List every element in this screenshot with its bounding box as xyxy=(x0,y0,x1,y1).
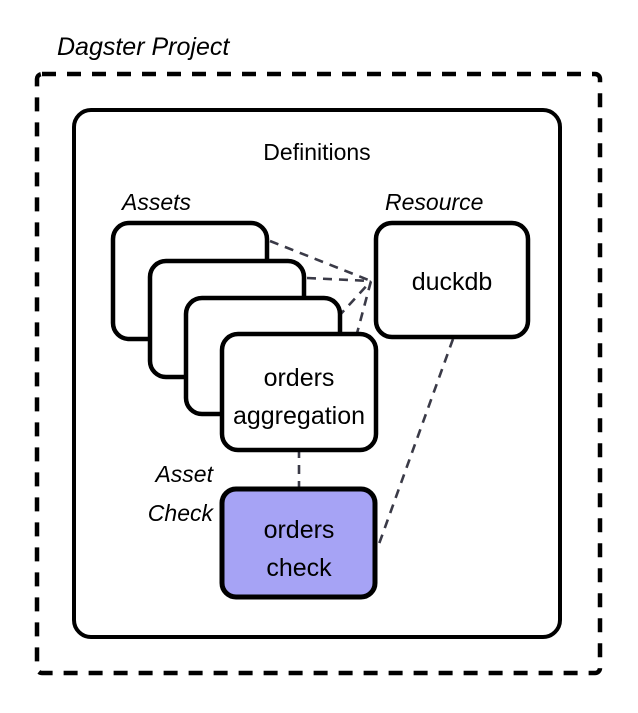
asset-card-orders-aggregation-shape[interactable] xyxy=(219,331,379,453)
asset-card-orders-aggregation[interactable]: orders aggregation xyxy=(219,331,379,453)
resource-node-duckdb[interactable]: duckdb xyxy=(373,220,531,340)
asset-check-node-orders-check-line1: orders xyxy=(264,516,335,544)
resource-category-label: Resource xyxy=(385,189,483,215)
connector-group xyxy=(269,239,455,545)
asset-check-category-label-line2: Check xyxy=(148,500,215,526)
edge-asset2-to-duckdb xyxy=(306,276,372,283)
asset-card-orders-aggregation-line2: aggregation xyxy=(233,402,365,430)
asset-check-node-orders-check-shape[interactable] xyxy=(219,486,378,600)
definitions-label: Definitions xyxy=(263,139,370,165)
edge-asset1-to-duckdb xyxy=(269,239,372,283)
edge-duckdb-to-orders-check xyxy=(377,338,455,545)
resource-node-duckdb-shape[interactable] xyxy=(373,220,531,340)
asset-check-node-orders-check-line2: check xyxy=(266,554,332,582)
project-title: Dagster Project xyxy=(57,33,230,61)
edge-asset4-to-duckdb xyxy=(350,280,373,353)
asset-card-orders-aggregation-line1: orders xyxy=(264,364,335,392)
assets-category-label: Assets xyxy=(120,189,192,215)
asset-check-category-label-line1: Asset xyxy=(153,461,214,487)
asset-check-node-orders-check[interactable]: orders check xyxy=(219,486,378,600)
edge-asset3-to-duckdb xyxy=(337,280,372,318)
project-boundary-dashed xyxy=(34,71,603,676)
resource-node-duckdb-label: duckdb xyxy=(412,268,493,296)
